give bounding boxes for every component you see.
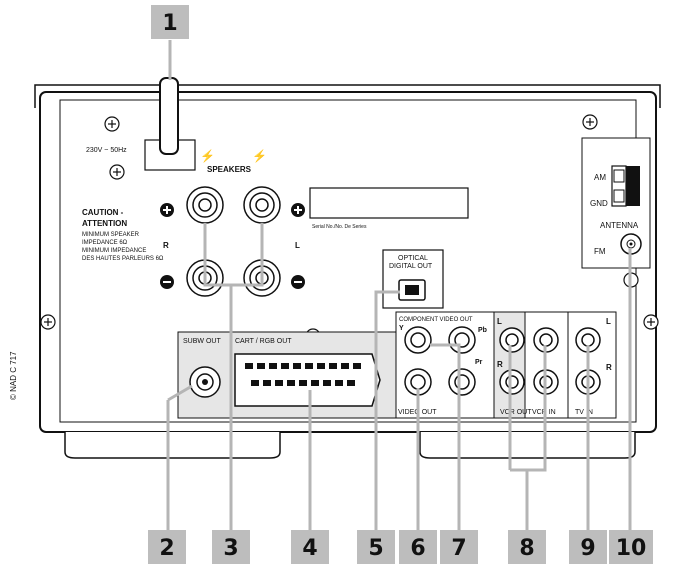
svg-text:L: L bbox=[497, 317, 502, 326]
svg-text:CART / RGB OUT: CART / RGB OUT bbox=[235, 338, 292, 345]
svg-text:8: 8 bbox=[519, 536, 534, 561]
svg-text:SUBW OUT: SUBW OUT bbox=[183, 338, 221, 345]
svg-text:AM: AM bbox=[594, 173, 606, 182]
svg-text:Y: Y bbox=[399, 325, 404, 332]
callout-6: 6 bbox=[399, 530, 437, 564]
speakers-label: SPEAKERS bbox=[207, 165, 252, 174]
svg-text:ATTENTION: ATTENTION bbox=[82, 219, 127, 228]
svg-text:CAUTION -: CAUTION - bbox=[82, 208, 124, 217]
callout-10: 10 bbox=[609, 530, 653, 564]
svg-text:ANTENNA: ANTENNA bbox=[600, 221, 639, 230]
voltage-label: 230V ~ 50Hz bbox=[86, 147, 127, 154]
svg-text:Pr: Pr bbox=[475, 359, 483, 366]
svg-text:TV IN: TV IN bbox=[575, 409, 593, 416]
callout-5: 5 bbox=[357, 530, 395, 564]
leader-lines bbox=[166, 40, 632, 530]
tv-in-panel: L R TV IN bbox=[567, 311, 617, 419]
svg-text:COMPONENT VIDEO OUT: COMPONENT VIDEO OUT bbox=[399, 317, 473, 323]
plus-icon bbox=[160, 203, 174, 217]
screw-icon bbox=[109, 164, 125, 180]
speaker-l-label: L bbox=[295, 241, 300, 250]
svg-text:⚡: ⚡ bbox=[200, 149, 215, 163]
component-video-panel: COMPONENT VIDEO OUT Y Pb Pr VIDEO OUT bbox=[395, 311, 495, 419]
svg-text:5: 5 bbox=[368, 536, 383, 561]
screw-icon bbox=[643, 314, 659, 330]
svg-text:FM: FM bbox=[594, 247, 606, 256]
svg-text:Pb: Pb bbox=[478, 327, 487, 334]
vcr-panel: L R VCR OUT VCR IN bbox=[493, 311, 569, 419]
svg-text:DIGITAL OUT: DIGITAL OUT bbox=[389, 263, 433, 270]
svg-text:3: 3 bbox=[223, 536, 238, 561]
speaker-r-label: R bbox=[163, 241, 169, 250]
screw-icon bbox=[104, 116, 120, 132]
svg-text:IMPEDANCE 6Ω: IMPEDANCE 6Ω bbox=[82, 240, 128, 246]
svg-text:MINIMUM IMPEDANCE: MINIMUM IMPEDANCE bbox=[82, 248, 146, 254]
callout-3: 3 bbox=[212, 530, 250, 564]
caution-block: CAUTION - ATTENTION MINIMUM SPEAKER IMPE… bbox=[82, 208, 164, 262]
plus-icon bbox=[291, 203, 305, 217]
svg-text:1: 1 bbox=[162, 11, 177, 36]
minus-icon bbox=[160, 275, 174, 289]
svg-text:GND: GND bbox=[590, 199, 608, 208]
screw-icon bbox=[582, 114, 598, 130]
callout-4: 4 bbox=[291, 530, 329, 564]
svg-text:9: 9 bbox=[580, 536, 595, 561]
antenna-panel: AM GND ANTENNA FM bbox=[581, 137, 651, 288]
svg-text:VCR OUT: VCR OUT bbox=[500, 409, 532, 416]
svg-text:Serial No./No. De Series: Serial No./No. De Series bbox=[312, 224, 367, 230]
svg-text:R: R bbox=[606, 363, 612, 372]
svg-text:4: 4 bbox=[302, 536, 317, 561]
svg-text:DES HAUTES PARLEURS 6Ω: DES HAUTES PARLEURS 6Ω bbox=[82, 256, 164, 262]
svg-text:2: 2 bbox=[159, 536, 174, 561]
callout-8: 8 bbox=[508, 530, 546, 564]
optical-out: OPTICAL DIGITAL OUT bbox=[382, 249, 444, 309]
svg-text:MINIMUM SPEAKER: MINIMUM SPEAKER bbox=[82, 232, 140, 238]
callout-1: 1 bbox=[151, 5, 189, 39]
serial-plate: Serial No./No. De Series bbox=[309, 187, 469, 230]
power-cord: 230V ~ 50Hz bbox=[86, 77, 196, 171]
svg-text:L: L bbox=[606, 317, 611, 326]
callout-9: 9 bbox=[569, 530, 607, 564]
callout-2: 2 bbox=[148, 530, 186, 564]
svg-text:OPTICAL: OPTICAL bbox=[398, 255, 428, 262]
screw-icon bbox=[40, 314, 56, 330]
subw-scart-panel: SUBW OUT CART / RGB OUT bbox=[177, 331, 401, 419]
svg-text:⚡: ⚡ bbox=[252, 149, 267, 163]
svg-text:10: 10 bbox=[616, 536, 647, 561]
callout-7: 7 bbox=[440, 530, 478, 564]
minus-icon bbox=[291, 275, 305, 289]
svg-text:R: R bbox=[497, 360, 503, 369]
svg-text:6: 6 bbox=[410, 536, 425, 561]
copyright-label: © NAD C 717 bbox=[9, 351, 18, 400]
svg-text:7: 7 bbox=[451, 536, 466, 561]
